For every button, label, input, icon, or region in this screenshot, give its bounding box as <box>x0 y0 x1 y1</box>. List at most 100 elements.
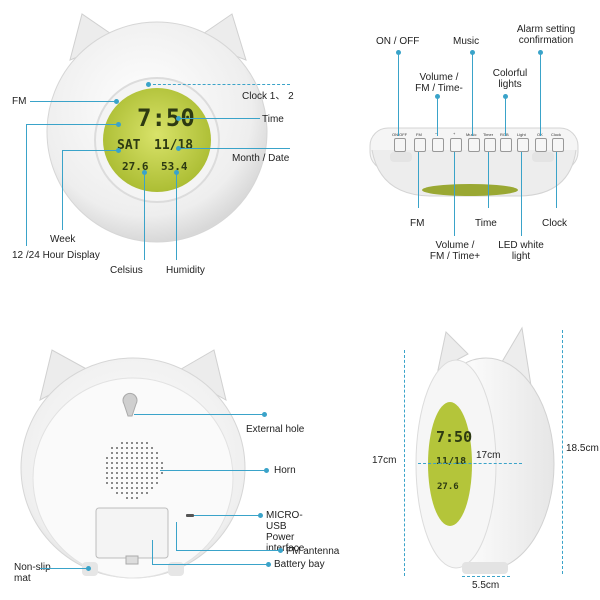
label-external-hole: External hole <box>246 424 305 435</box>
button-on-off[interactable] <box>394 138 406 152</box>
speaker-hole <box>126 467 128 469</box>
callout-line-battery-bay-h <box>152 564 268 565</box>
callout-dot-month-date <box>176 146 181 151</box>
dim-height-left: 17cm <box>372 455 397 466</box>
speaker-hole <box>146 462 148 464</box>
speaker-hole <box>121 442 123 444</box>
label-alarm-confirm: Alarm setting confirmation <box>516 24 576 46</box>
top-view-panel: ON/OFF FM − + Music Timer RGB Light OK C… <box>300 0 600 290</box>
dim-depth-width: 17cm <box>476 450 501 461</box>
speaker-hole <box>136 442 138 444</box>
speaker-hole <box>156 457 158 459</box>
speaker-hole <box>141 462 143 464</box>
button-fm[interactable] <box>414 138 426 152</box>
speaker-hole <box>111 467 113 469</box>
label-fm-antenna: FM antenna <box>286 546 340 557</box>
speaker-hole <box>131 492 133 494</box>
speaker-hole <box>116 492 118 494</box>
speaker-hole <box>141 457 143 459</box>
speaker-hole <box>111 487 113 489</box>
label-on-off: ON / OFF <box>376 36 420 47</box>
callout-dot-fm-antenna <box>278 548 283 553</box>
dim-line-height-left <box>404 350 405 576</box>
callout-line-hour-v <box>26 124 27 246</box>
speaker-hole <box>146 492 148 494</box>
speaker-hole <box>131 447 133 449</box>
speaker-hole <box>111 482 113 484</box>
speaker-hole <box>156 472 158 474</box>
button-music[interactable] <box>468 138 480 152</box>
speaker-hole <box>146 457 148 459</box>
button-minus[interactable] <box>432 138 444 152</box>
speaker-hole <box>131 477 133 479</box>
speaker-hole <box>161 472 163 474</box>
speaker-hole <box>141 467 143 469</box>
speaker-hole <box>111 472 113 474</box>
callout-line-fm-antenna-v <box>176 522 177 550</box>
speaker-hole <box>121 447 123 449</box>
speaker-hole <box>106 462 108 464</box>
label-clock12: Clock 1、 2 <box>242 91 294 102</box>
callout-dot-non-slip <box>86 566 91 571</box>
speaker-hole <box>146 452 148 454</box>
speaker-hole <box>156 452 158 454</box>
label-volume-fm-plus: Volume / FM / Time+ <box>429 240 481 262</box>
callout-dot-volume-minus <box>435 94 440 99</box>
speaker-hole <box>141 452 143 454</box>
label-celsius: Celsius <box>110 265 143 276</box>
callout-line-celsius <box>144 172 145 260</box>
speaker-hole <box>156 462 158 464</box>
button-light[interactable] <box>517 138 529 152</box>
callout-line-week-h <box>62 150 118 151</box>
speaker-hole <box>136 462 138 464</box>
lcd-day: SAT <box>117 138 141 153</box>
button-label-minus: − <box>435 131 437 136</box>
label-colorful-lights: Colorful lights <box>492 68 528 90</box>
callout-line-month-date <box>178 148 290 149</box>
button-clock[interactable] <box>552 138 564 152</box>
speaker-hole <box>106 482 108 484</box>
button-timer[interactable] <box>484 138 496 152</box>
label-top-clock: Clock <box>542 218 568 229</box>
speaker-hole <box>111 447 113 449</box>
speaker-hole <box>141 487 143 489</box>
speaker-hole <box>116 462 118 464</box>
speaker-hole <box>136 467 138 469</box>
callout-dot-colorful <box>503 94 508 99</box>
dim-thickness: 5.5cm <box>472 580 500 591</box>
button-label-clock: Clock <box>551 132 562 137</box>
speaker-hole <box>136 482 138 484</box>
speaker-hole <box>151 472 153 474</box>
speaker-hole <box>111 477 113 479</box>
callout-dot-external-hole <box>262 412 267 417</box>
speaker-hole <box>126 457 128 459</box>
front-lcd-screen <box>103 88 211 192</box>
speaker-hole <box>146 482 148 484</box>
speaker-hole <box>126 472 128 474</box>
button-label-ok: OK <box>537 132 543 137</box>
button-label-on-off: ON/OFF <box>392 132 408 137</box>
dim-line-height-right <box>562 330 563 574</box>
callout-line-top-time <box>488 152 489 208</box>
speaker-hole <box>136 457 138 459</box>
callout-line-fm <box>30 101 116 102</box>
callout-line-music <box>472 52 473 136</box>
label-time: Time <box>262 114 284 125</box>
speaker-hole <box>141 492 143 494</box>
callout-dot-battery-bay <box>266 562 271 567</box>
button-plus[interactable] <box>450 138 462 152</box>
button-label-rgb: RGB <box>500 132 509 137</box>
button-rgb[interactable] <box>500 138 512 152</box>
speaker-hole <box>121 487 123 489</box>
speaker-hole <box>131 462 133 464</box>
label-hour-display: 12 /24 Hour Display <box>12 250 100 261</box>
speaker-hole <box>106 457 108 459</box>
callout-dot-on-off <box>396 50 401 55</box>
speaker-hole <box>126 477 128 479</box>
speaker-hole <box>146 467 148 469</box>
button-ok[interactable] <box>535 138 547 152</box>
callout-dot-fm <box>114 99 119 104</box>
back-view-panel: External hole Horn MICRO-USB Power inter… <box>0 300 339 600</box>
callout-line-clock12 <box>148 84 290 85</box>
callout-line-fm-bottom <box>418 152 419 208</box>
